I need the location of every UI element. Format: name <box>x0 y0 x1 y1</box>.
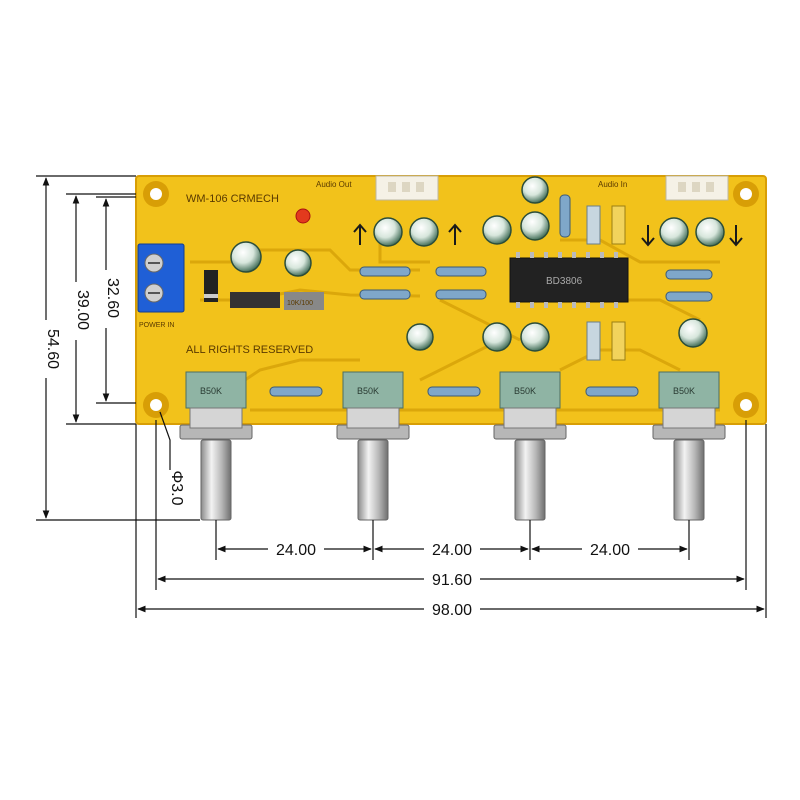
board-model-label: WM-106 CRMECH <box>186 193 279 205</box>
led <box>295 208 311 224</box>
pot-label: B50K <box>673 386 695 396</box>
mounting-hole-tl <box>143 181 169 207</box>
pot-label: B50K <box>514 386 536 396</box>
audio-in-label: Audio In <box>598 180 627 189</box>
potentiometer-1[interactable]: B50K <box>179 371 253 521</box>
dim-label-height-mount: 39.00 <box>74 290 91 330</box>
mounting-hole-br <box>733 392 759 418</box>
dim-label-height-total: 54.60 <box>44 329 61 369</box>
audio-in-connector <box>665 175 729 201</box>
pot-label: B50K <box>357 386 379 396</box>
chip-label: BD3806 <box>546 276 583 287</box>
mounting-hole-tr <box>733 181 759 207</box>
dim-label-hole-diameter: Φ3.0 <box>168 470 185 505</box>
arrow-icons <box>353 223 743 247</box>
ic-chip: BD3806 <box>509 252 629 308</box>
potentiometer-3[interactable]: B50K <box>493 371 567 521</box>
pcb-board: WM-106 CRMECH Audio Out Audio In POWER I… <box>135 175 767 425</box>
capacitors <box>230 176 725 352</box>
dim-label-height-pcb: 32.60 <box>104 278 121 318</box>
diode <box>204 270 218 302</box>
mounting-hole-bl <box>143 392 169 418</box>
film-capacitors <box>586 205 626 361</box>
resistors <box>269 194 713 397</box>
dimension-labels: 54.60 39.00 32.60 Φ3.0 24.00 24.00 24.00… <box>34 270 638 620</box>
potentiometer-2[interactable]: B50K <box>336 371 410 521</box>
power-in-label: POWER IN <box>139 322 174 329</box>
regulator-module: 10K/100 <box>230 292 324 310</box>
dim-label-pot-spacing-1: 24.00 <box>276 542 316 559</box>
dim-label-pot-spacing-3: 24.00 <box>590 542 630 559</box>
hole-leader <box>159 411 171 470</box>
pot-label: B50K <box>200 386 222 396</box>
rights-reserved-label: ALL RIGHTS RESERVED <box>186 344 313 356</box>
power-terminal-block <box>137 243 185 313</box>
dim-label-pot-spacing-2: 24.00 <box>432 542 472 559</box>
potentiometer-4[interactable]: B50K <box>652 371 726 521</box>
audio-out-connector <box>375 175 439 201</box>
module-label: 10K/100 <box>287 300 313 307</box>
dim-label-width-total: 98.00 <box>432 602 472 619</box>
dim-label-width-mount: 91.60 <box>432 572 472 589</box>
audio-out-label: Audio Out <box>316 180 352 189</box>
